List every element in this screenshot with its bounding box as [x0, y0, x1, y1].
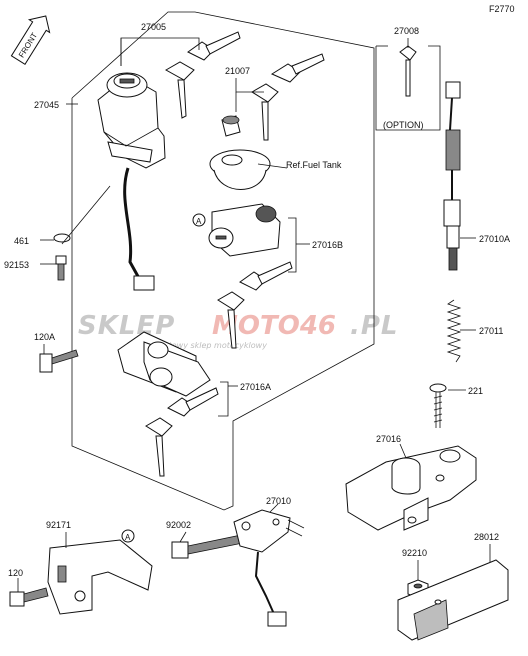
ref-fuel-tank-label: Ref.Fuel Tank: [286, 160, 342, 170]
label-27016a: 27016A: [240, 382, 271, 392]
reflector-28012: [397, 559, 509, 641]
ignition-wire: [123, 167, 142, 281]
bracket-92171: [47, 539, 153, 615]
washer-461: [53, 233, 71, 243]
assembly-outline: [71, 11, 375, 511]
label-92171: 92171: [46, 520, 71, 530]
watermark-subtitle: internetowy sklep motocyklowy: [140, 341, 267, 350]
screw-221: [429, 383, 447, 428]
ignition-connector: [133, 275, 155, 291]
callout-a-lower-label: A: [125, 533, 131, 542]
front-arrow: FRONT: [10, 15, 51, 65]
label-461: 461: [14, 236, 29, 246]
lock-assembly-27016a: [117, 331, 211, 397]
label-28012: 28012: [474, 532, 499, 542]
callout-a-lower: [121, 529, 135, 543]
label-92210: 92210: [402, 548, 427, 558]
bolt-92153: [55, 255, 67, 281]
label-221: 221: [468, 386, 483, 396]
bolt-120: [9, 587, 49, 607]
part-labels: 27005 27045 21007 27008 27010A 27016B 46…: [4, 22, 510, 578]
leader-lines: [17, 37, 491, 592]
option-label: (OPTION): [383, 120, 424, 130]
diagram-code: F2770: [489, 4, 515, 14]
label-120a: 120A: [34, 332, 55, 342]
bolt-120a: [39, 349, 79, 373]
label-27016: 27016: [376, 434, 401, 444]
label-27010a: 27010A: [479, 234, 510, 244]
ignition-switch-body: [97, 72, 166, 169]
key-blank-27008: [399, 45, 417, 97]
key-pair-21007: [251, 53, 325, 141]
switch-27010: [233, 509, 305, 627]
label-27016b: 27016B: [312, 240, 343, 250]
callout-a-upper: [192, 213, 206, 227]
switch-27010a: [443, 81, 461, 271]
spring-27011: [446, 299, 462, 363]
watermark-part1: SKLEP: [78, 311, 175, 341]
bolt-92002: [171, 533, 249, 559]
label-27005: 27005: [141, 22, 166, 32]
key-pair-27005: [164, 31, 241, 119]
label-21007: 21007: [225, 66, 250, 76]
fuel-tank-cap: [209, 149, 271, 190]
callout-a-upper-label: A: [196, 217, 202, 226]
key-pair-27016b: [217, 261, 293, 349]
label-120: 120: [8, 568, 23, 578]
label-27008: 27008: [394, 26, 419, 36]
label-92153: 92153: [4, 260, 29, 270]
lock-cylinder-27016b: [208, 203, 281, 257]
key-pair-27016a: [145, 387, 219, 477]
label-27011: 27011: [479, 326, 503, 336]
label-92002: 92002: [166, 520, 191, 530]
fuel-lock-cylinder: [221, 115, 241, 137]
lock-housing-27016: [345, 445, 477, 531]
option-bracket: [375, 45, 441, 131]
label-27010: 27010: [266, 496, 291, 506]
label-27045: 27045: [34, 100, 59, 110]
